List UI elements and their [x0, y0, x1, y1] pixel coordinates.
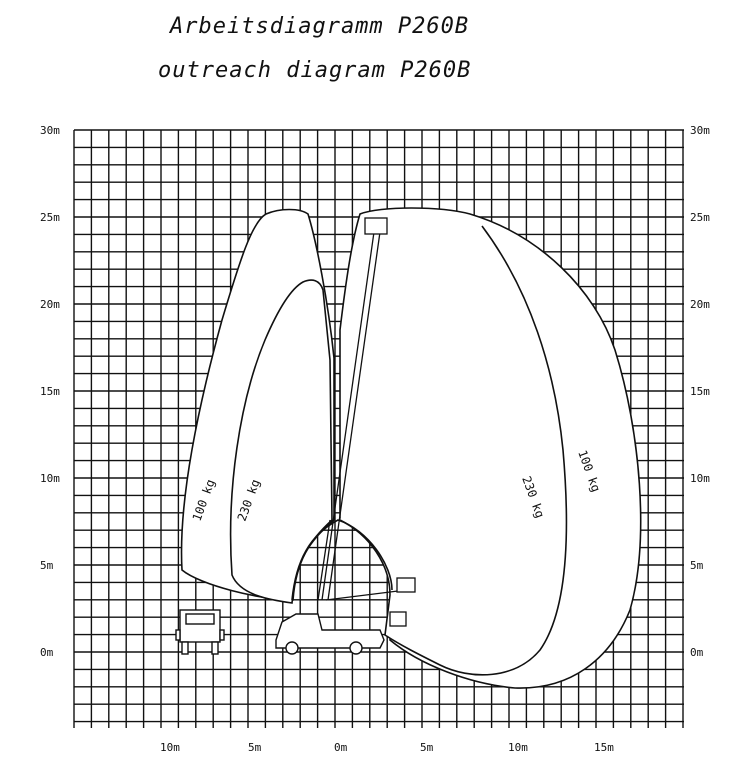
y-tick-label-left: 0m — [40, 646, 54, 659]
y-axis-labels-right: 30m 25m 20m 15m 10m 5m 0m — [690, 124, 710, 659]
x-tick-label: 0m — [334, 741, 348, 754]
x-tick-label: 15m — [594, 741, 614, 754]
diagram-title-english: outreach diagram P260B — [158, 58, 472, 83]
basket-top — [364, 217, 388, 235]
x-tick-label: 5m — [420, 741, 434, 754]
truck-side-view — [275, 613, 385, 655]
truck-front-view — [175, 609, 225, 655]
x-tick-label: 5m — [248, 741, 262, 754]
x-tick-label: 10m — [508, 741, 528, 754]
y-tick-label-left: 20m — [40, 298, 60, 311]
y-tick-label-right: 30m — [690, 124, 710, 137]
diagram-title-german: Arbeitsdiagramm P260B — [170, 14, 470, 39]
y-tick-label-right: 10m — [690, 472, 710, 485]
inner-reach-limit — [291, 519, 393, 601]
y-tick-label-left: 30m — [40, 124, 60, 137]
basket-side-upper — [396, 577, 416, 593]
basket-side-lower — [389, 611, 407, 627]
y-tick-label-right: 5m — [690, 559, 704, 572]
y-tick-label-right: 25m — [690, 211, 710, 224]
left-envelope-230kg — [229, 279, 333, 604]
y-tick-label-right: 20m — [690, 298, 710, 311]
x-axis-labels: 10m 5m 0m 5m 10m 15m — [160, 741, 614, 754]
y-tick-label-left: 10m — [40, 472, 60, 485]
y-tick-label-left: 15m — [40, 385, 60, 398]
right-envelope-230kg — [339, 225, 568, 676]
y-axis-labels-left: 30m 25m 20m 15m 10m 5m 0m — [40, 124, 60, 659]
boom — [317, 231, 407, 601]
y-tick-label-left: 25m — [40, 211, 60, 224]
y-tick-label-right: 0m — [690, 646, 704, 659]
x-tick-label: 10m — [160, 741, 180, 754]
y-tick-label-right: 15m — [690, 385, 710, 398]
y-tick-label-left: 5m — [40, 559, 54, 572]
